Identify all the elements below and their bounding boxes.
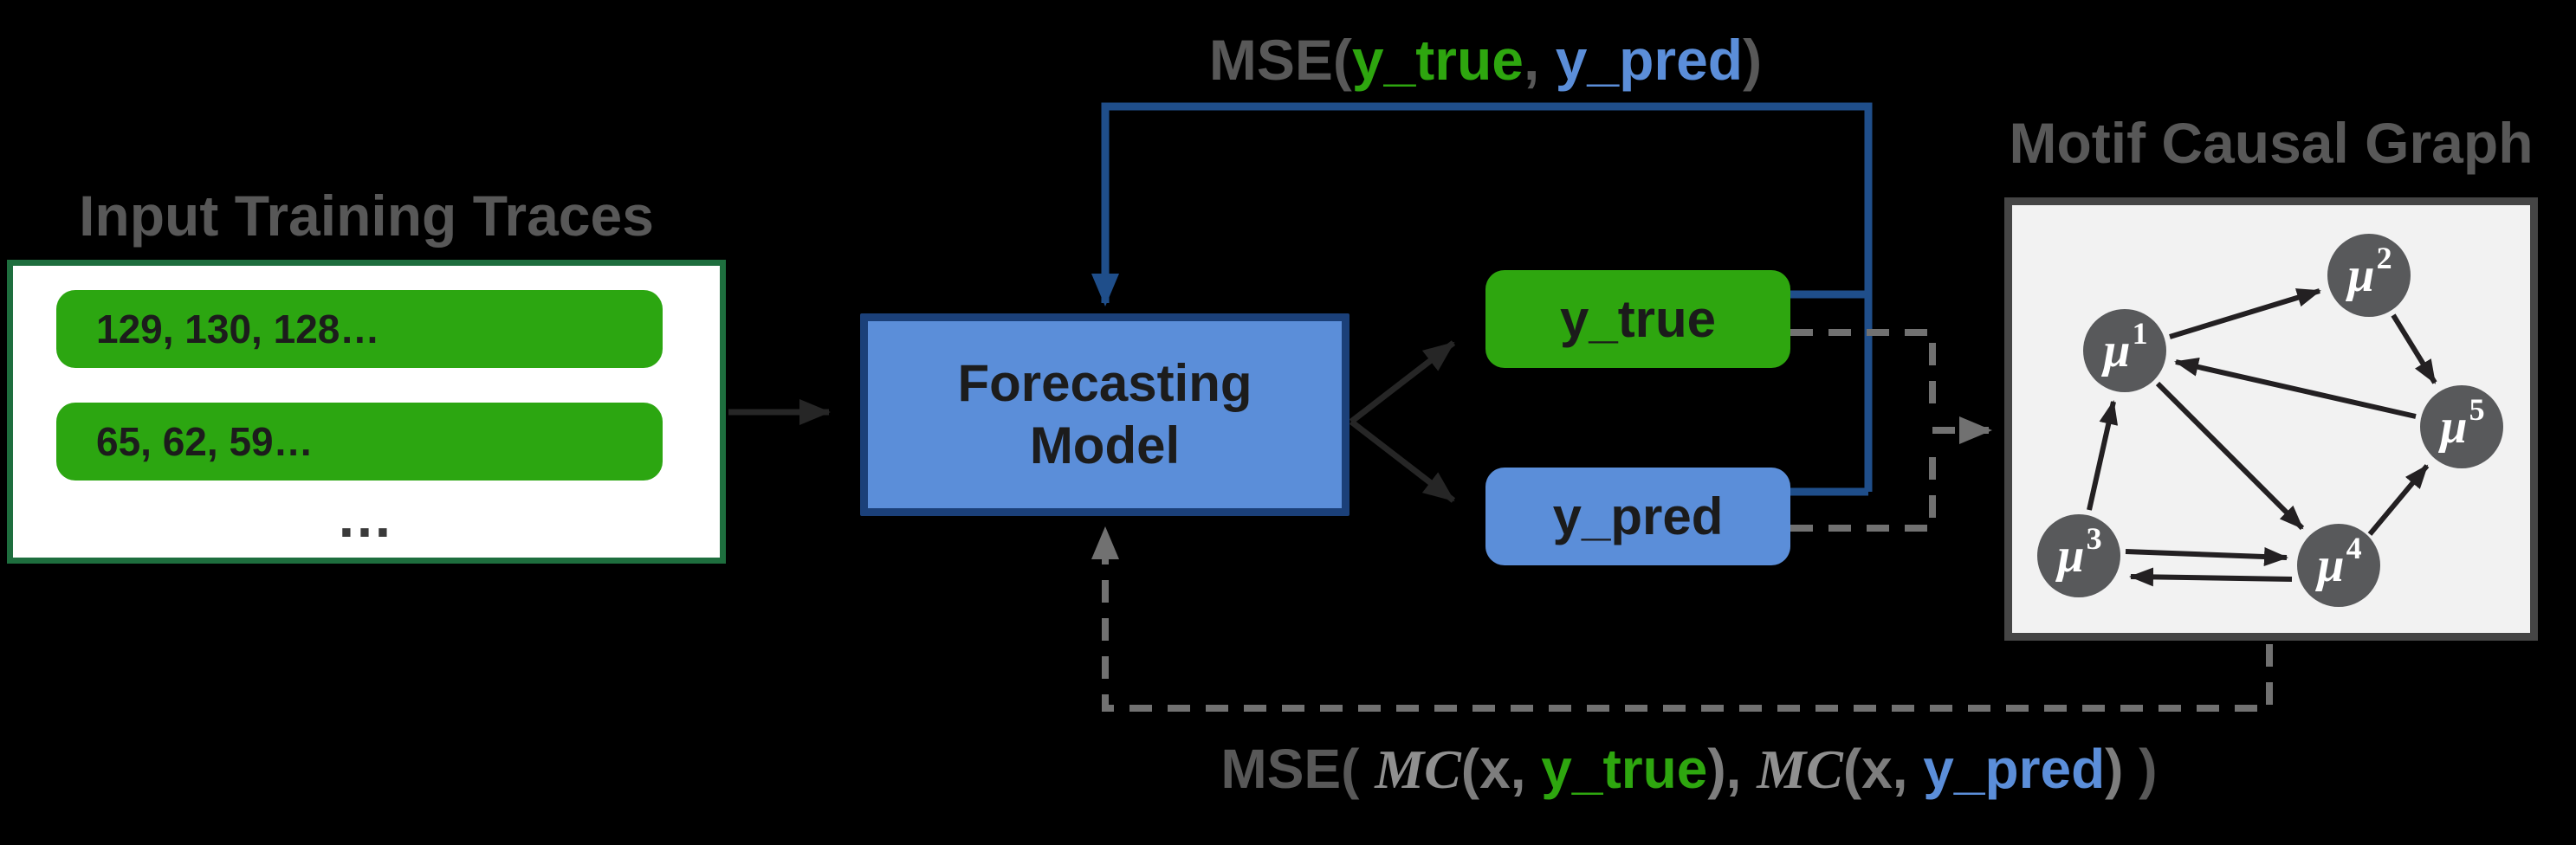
formula-part: (x,: [1842, 738, 1924, 800]
model-label-line2: Model: [1029, 416, 1181, 474]
y-pred-box: y_pred: [1485, 468, 1790, 565]
formula-part: MC: [1757, 739, 1843, 800]
ypred-dashed-path: [1790, 447, 1936, 532]
trace-bar: 65, 62, 59…: [56, 403, 663, 481]
formula-part: y_pred: [1555, 28, 1744, 92]
edge-u3-u1: [2087, 400, 2119, 511]
formula-part: ): [2105, 738, 2124, 800]
formula-part: y_pred: [1923, 738, 2106, 800]
motif-title: Motif Causal Graph: [2009, 111, 2534, 175]
edge-u3-u4: [2125, 547, 2288, 567]
trace-values: 129, 130, 128…: [96, 306, 380, 352]
mse-top-formula: MSE(y_true, y_pred): [1191, 24, 1780, 95]
formula-part: ): [2123, 738, 2158, 800]
model-label-line1: Forecasting: [957, 354, 1252, 412]
formula-part: y_true: [1351, 28, 1524, 92]
edge-u4-u3: [2129, 567, 2293, 587]
node-symbol: μ: [2057, 529, 2085, 583]
node-index: 5: [2469, 392, 2485, 427]
y-true-label: y_true: [1559, 290, 1717, 348]
formula-part: (x,: [1460, 738, 1542, 800]
node-symbol: μ: [2103, 324, 2131, 377]
formula-part: [1359, 738, 1375, 800]
node-index: 3: [2086, 521, 2102, 556]
y-pred-label: y_pred: [1552, 487, 1724, 545]
model-to-ytrue-arrow: [1349, 340, 1456, 424]
formula-part: ): [1743, 28, 1763, 92]
node-index: 2: [2376, 241, 2392, 275]
node-index: 4: [2346, 531, 2362, 565]
edge-u4-u5: [2367, 464, 2430, 536]
edge-u2-u5: [2391, 313, 2437, 384]
edge-u5-u1: [2174, 358, 2417, 419]
forecasting-model-box: Forecasting Model: [860, 313, 1349, 516]
model-to-ypred-arrow: [1349, 419, 1456, 503]
traces-title: Input Training Traces: [79, 184, 654, 248]
formula-part: [1741, 738, 1757, 800]
mse-bottom-formula: MSE( MC(x, y_true), MC(x, y_pred) ): [1083, 734, 2295, 804]
node-symbol: μ: [2440, 400, 2468, 454]
ytrue-dashed-path: [1790, 329, 1936, 414]
edge-u1-u2: [2169, 288, 2321, 339]
input-traces-box: 129, 130, 128… 65, 62, 59… …: [7, 260, 726, 564]
formula-part: ,: [1524, 28, 1556, 92]
formula-part: MSE(: [1220, 738, 1360, 800]
formula-part: y_true: [1541, 738, 1708, 800]
formula-part: MC: [1375, 739, 1461, 800]
formula-part: MSE(: [1208, 28, 1352, 92]
node-symbol: μ: [2347, 248, 2375, 302]
trace-values: 65, 62, 59…: [96, 419, 314, 464]
formula-part: ),: [1707, 738, 1742, 800]
node-symbol: μ: [2317, 539, 2345, 592]
more-traces-ellipsis: …: [336, 485, 397, 549]
edge-u1-u4: [2155, 381, 2305, 531]
trace-bar: 129, 130, 128…: [56, 290, 663, 368]
y-true-box: y_true: [1485, 270, 1790, 368]
node-index: 1: [2132, 316, 2148, 351]
